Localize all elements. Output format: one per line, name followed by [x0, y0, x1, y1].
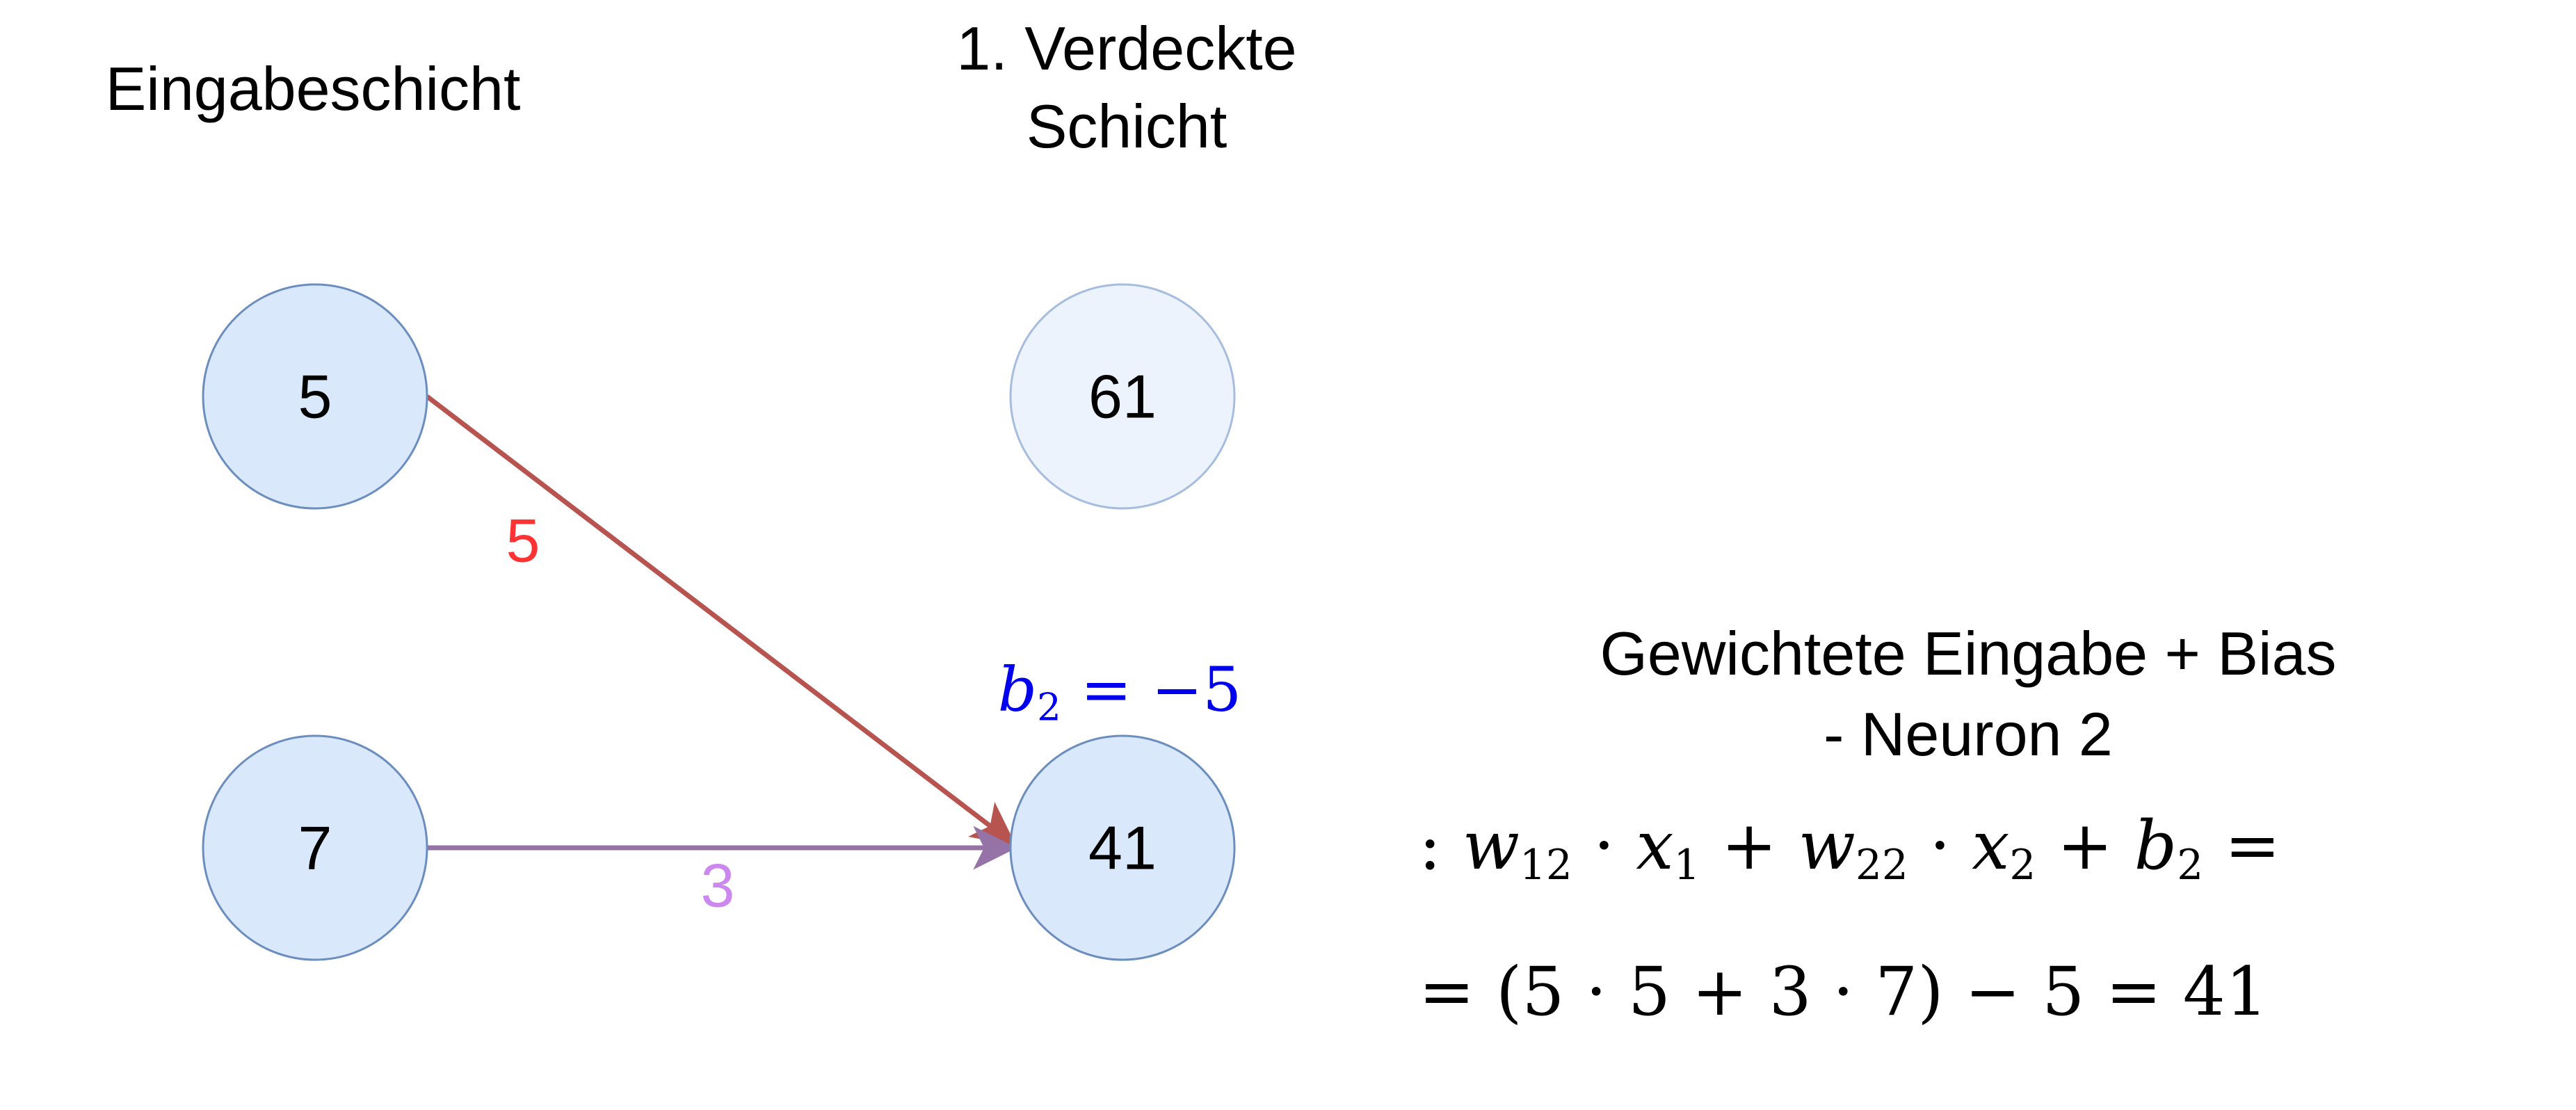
input-node-1-circle: [202, 283, 428, 510]
formula-w2-sub: 22: [1855, 841, 1908, 890]
formula-x1-sub: 1: [1673, 841, 1700, 890]
bias-subscript: 2: [1037, 684, 1061, 730]
formula-title-line2: - Neuron 2: [1824, 700, 2113, 769]
input-node-2-value: 7: [298, 814, 332, 883]
formula-dot-2: ·: [1908, 807, 1972, 885]
input-node-1-value: 5: [298, 362, 332, 431]
edge-input1-to-hidden2: [425, 394, 1017, 846]
hidden-layer-title: 1. Verdeckte Schicht: [876, 10, 1377, 166]
formula-numeric-text: = (5 · 5 + 3 · 7) − 5 = 41: [1419, 953, 2268, 1031]
bias-value: = −5: [1061, 654, 1242, 725]
formula-colon: :: [1419, 807, 1463, 885]
input-node-2: 7: [202, 734, 428, 961]
formula-x2: x: [1972, 807, 2010, 885]
formula-plus-2: +: [2036, 807, 2134, 885]
bias-label: b2 = −5: [995, 654, 1245, 730]
formula-x2-sub: 2: [2009, 841, 2036, 890]
formula-numeric: = (5 · 5 + 3 · 7) − 5 = 41: [1419, 953, 2268, 1031]
hidden-layer-title-line2: Schicht: [1026, 92, 1227, 161]
hidden-node-1-value: 61: [1088, 362, 1157, 431]
formula-b: b: [2134, 807, 2177, 885]
formula-x1: x: [1636, 807, 1674, 885]
bias-symbol: b: [997, 654, 1038, 725]
hidden-node-1: 61: [1009, 283, 1236, 510]
hidden-node-2: 41: [1009, 734, 1236, 961]
formula-w1: w: [1462, 807, 1520, 885]
formula-plus-1: +: [1700, 807, 1798, 885]
formula-dot-1: ·: [1572, 807, 1636, 885]
formula-symbolic: : w12 · x1 + w22 · x2 + b2 =: [1419, 807, 2280, 890]
formula-title-line1: Gewichtete Eingabe + Bias: [1600, 619, 2337, 688]
hidden-layer-title-line1: 1. Verdeckte: [956, 14, 1297, 83]
formula-w1-sub: 12: [1520, 841, 1572, 890]
formula-w2: w: [1798, 807, 1855, 885]
weight-label-edge-1: 5: [506, 506, 540, 575]
input-layer-title: Eingabeschicht: [70, 50, 556, 128]
hidden-node-1-circle: [1009, 283, 1236, 510]
input-node-1: 5: [202, 283, 428, 510]
input-node-2-circle: [202, 734, 428, 961]
formula-title: Gewichtete Eingabe + Bias - Neuron 2: [1481, 613, 2455, 775]
hidden-node-2-value: 41: [1088, 814, 1157, 883]
weight-label-edge-2: 3: [701, 851, 735, 920]
input-layer-title-text: Eingabeschicht: [105, 54, 521, 123]
hidden-node-2-circle: [1009, 734, 1236, 961]
formula-equals: =: [2203, 807, 2281, 885]
formula-b-sub: 2: [2177, 841, 2204, 890]
